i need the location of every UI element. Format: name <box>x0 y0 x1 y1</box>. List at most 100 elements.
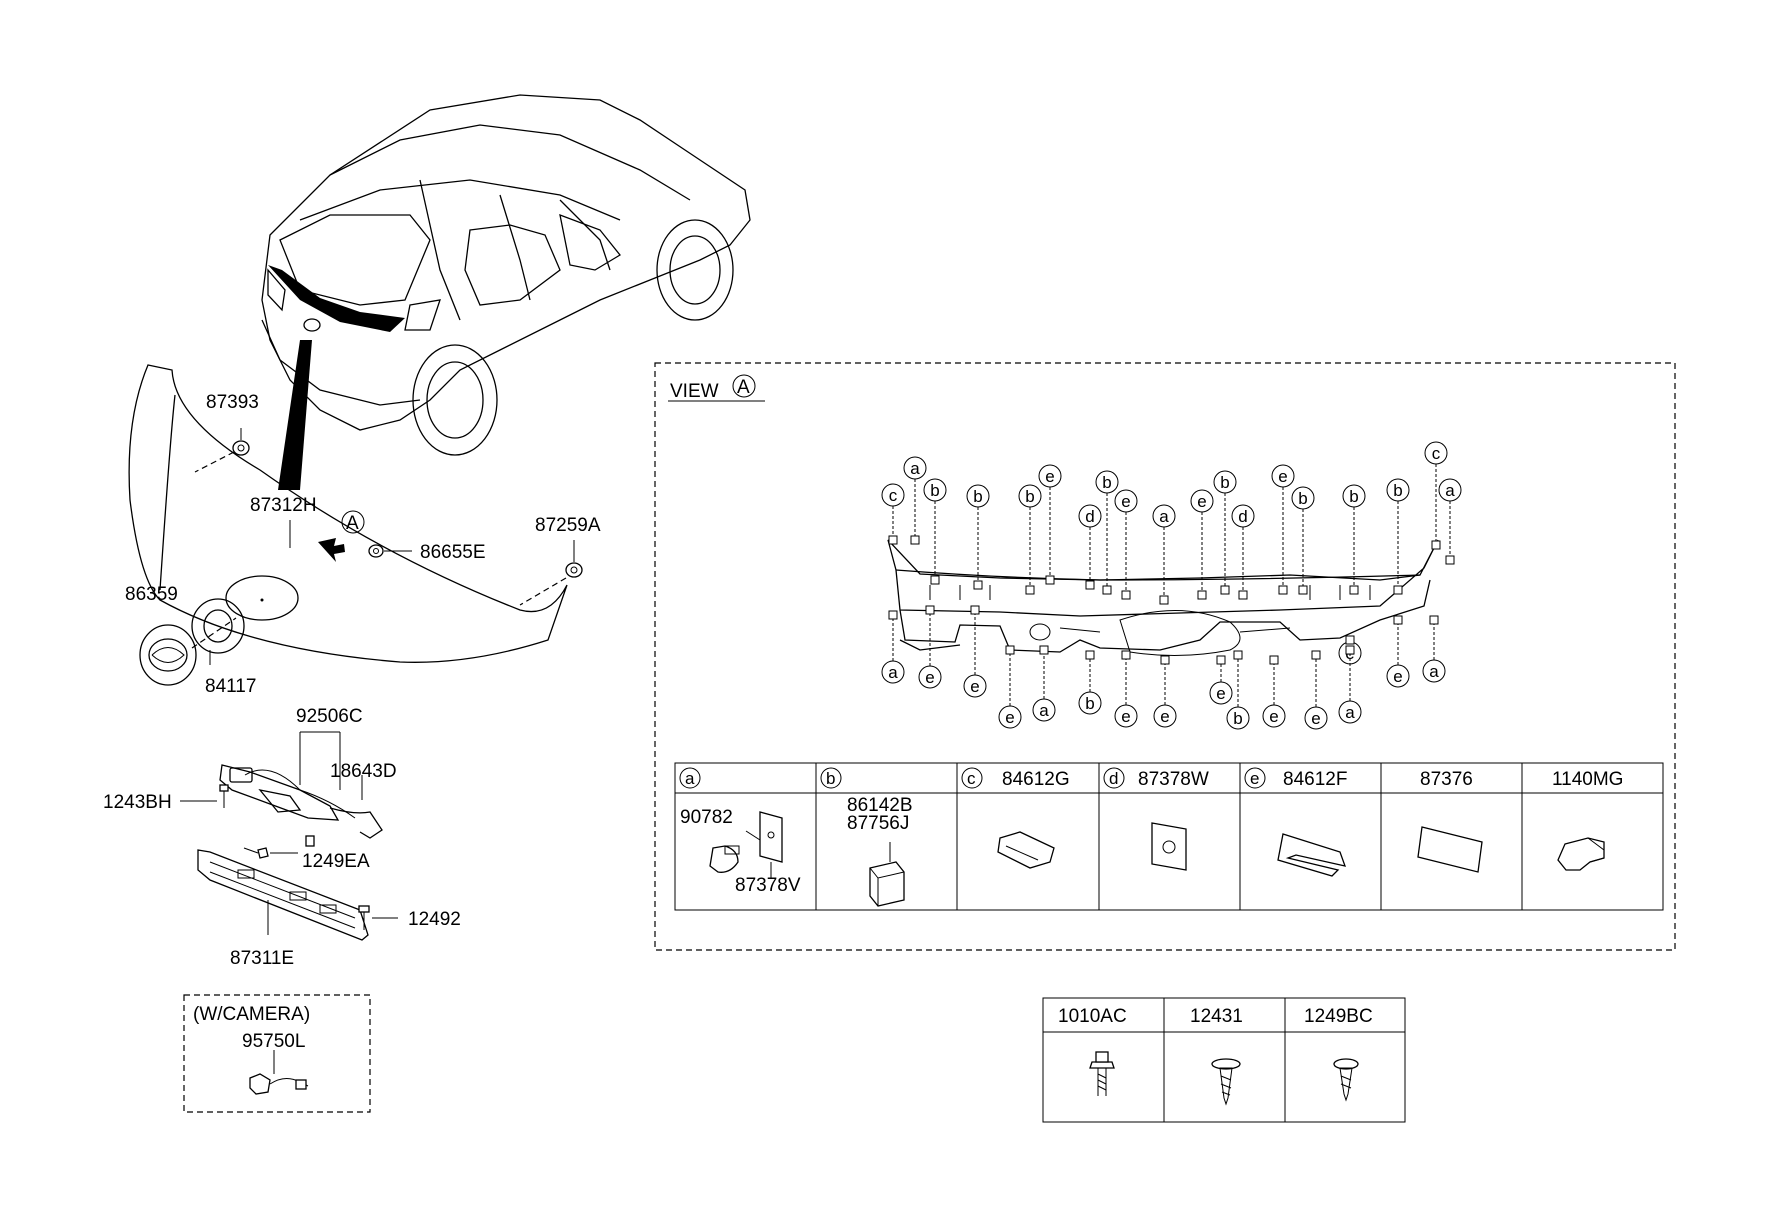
legend-part-86142B: 86142B <box>847 795 913 816</box>
leader-lines <box>888 464 1455 707</box>
clip-marker-letter: b <box>1298 489 1307 508</box>
clip-location <box>1005 645 1015 655</box>
clip-marker-letter: b <box>973 487 982 506</box>
legend-header-b: b <box>820 767 842 789</box>
clip-location <box>1349 585 1359 595</box>
legend-key-c: c <box>967 769 976 788</box>
part-label-86359: 86359 <box>125 584 178 605</box>
clip-marker-b: b <box>1078 691 1102 715</box>
grommet-86655E <box>368 544 412 558</box>
legend-key-b: b <box>826 769 835 788</box>
clip-marker-letter: a <box>1159 507 1169 526</box>
clip-location <box>1102 585 1112 595</box>
clip-marker-letter: a <box>910 459 920 478</box>
clip-marker-letter: b <box>1102 473 1111 492</box>
clip-marker-letter: e <box>1121 707 1130 726</box>
clip-location <box>1345 635 1355 645</box>
clip-marker-letter: e <box>1278 467 1287 486</box>
clip-marker-a: a <box>1338 700 1362 724</box>
clip-marker-e: e <box>963 674 987 698</box>
clip-marker-letter: a <box>1429 662 1439 681</box>
part-label-86655E: 86655E <box>420 542 486 563</box>
clip-location <box>1311 650 1321 660</box>
view-a-title: VIEW <box>670 381 719 402</box>
clip-marker-letter: b <box>1393 481 1402 500</box>
legend-part-87756J: 87756J <box>847 813 909 834</box>
clip-location <box>1393 585 1403 595</box>
clip-marker-letter: a <box>1345 703 1355 722</box>
legend-header-d: d 87378W <box>1103 767 1209 790</box>
clip-location <box>1269 655 1279 665</box>
clip-location <box>1445 555 1455 565</box>
legend-part-90782: 90782 <box>680 807 733 828</box>
clip-marker-letter: e <box>1160 707 1169 726</box>
clip-location <box>1085 580 1095 590</box>
clip-marker-a: a <box>881 660 905 684</box>
legend-table <box>674 762 1664 911</box>
vehicle-illustration <box>261 94 751 456</box>
clip-location <box>1431 540 1441 550</box>
clip-markers: cabbbedbeaebdebbbcaaeeeabeeebeeaeea <box>881 441 1462 730</box>
legend-key-e: e <box>1250 769 1259 788</box>
legend-header-a: a <box>679 767 701 789</box>
clip-marker-letter: e <box>1269 707 1278 726</box>
clip-marker-letter: b <box>1025 487 1034 506</box>
clip-location <box>973 580 983 590</box>
clip-marker-letter: c <box>889 486 898 505</box>
callout-arrow <box>278 340 312 490</box>
clip-location <box>888 535 898 545</box>
camera-option-title: (W/CAMERA) <box>193 1004 310 1025</box>
legend-header-e: e 84612F <box>1244 767 1347 790</box>
part-label-1249EA: 1249EA <box>302 851 370 872</box>
clip-marker-letter: b <box>1220 473 1229 492</box>
clip-marker-letter: e <box>1311 709 1320 728</box>
clip-location <box>1429 615 1439 625</box>
part-label-84117: 84117 <box>205 676 256 697</box>
clip-location <box>1216 655 1226 665</box>
clip-marker-e: e <box>1304 706 1328 730</box>
part-label-95750L: 95750L <box>242 1031 305 1052</box>
fastener-12431: 12431 <box>1190 1006 1243 1027</box>
legend-header-c: c 84612G <box>961 767 1070 790</box>
legend-part-84612F: 84612F <box>1283 769 1347 790</box>
view-a-marker-arrow: A <box>289 510 365 562</box>
part-label-87312H: 87312H <box>250 495 317 516</box>
legend-part-87378W: 87378W <box>1138 769 1209 790</box>
part-label-87311E: 87311E <box>230 948 294 969</box>
legend-part-84612G: 84612G <box>1002 769 1070 790</box>
legend-part-87376: 87376 <box>1420 769 1473 790</box>
clip-marker-b: b <box>1226 706 1250 730</box>
clip-marker-b: b <box>923 478 947 502</box>
clip-marker-b: b <box>1342 484 1366 508</box>
clip-marker-e: e <box>1209 681 1233 705</box>
clip-location <box>970 605 980 615</box>
clip-marker-e: e <box>1271 464 1295 488</box>
clip-marker-letter: d <box>1238 507 1247 526</box>
fastener-1249BC: 1249BC <box>1304 1006 1373 1027</box>
clip-location <box>1159 595 1169 605</box>
part-label-87259A: 87259A <box>535 515 601 536</box>
clip-location <box>1121 590 1131 600</box>
clip-marker-d: d <box>1078 504 1102 528</box>
clip-marker-e: e <box>918 665 942 689</box>
clip-marker-e: e <box>1038 464 1062 488</box>
clip-marker-a: a <box>1422 659 1446 683</box>
clip-marker-letter: e <box>1216 684 1225 703</box>
part-label-87393: 87393 <box>206 392 259 413</box>
clip-marker-b: b <box>966 484 990 508</box>
clip-marker-a: a <box>903 456 927 480</box>
clip-marker-e: e <box>1386 664 1410 688</box>
clip-marker-letter: e <box>1045 467 1054 486</box>
clip-location <box>1025 585 1035 595</box>
emblem-84117 <box>191 598 245 665</box>
clip-marker-e: e <box>1262 704 1286 728</box>
clip-marker-letter: e <box>1005 708 1014 727</box>
clip-location <box>1160 655 1170 665</box>
grommet-87393 <box>194 428 250 473</box>
clip-location <box>1345 645 1355 655</box>
fastener-table <box>1042 997 1406 1123</box>
clip-location <box>910 535 920 545</box>
clip-marker-a: a <box>1438 478 1462 502</box>
clip-marker-letter: b <box>1085 694 1094 713</box>
